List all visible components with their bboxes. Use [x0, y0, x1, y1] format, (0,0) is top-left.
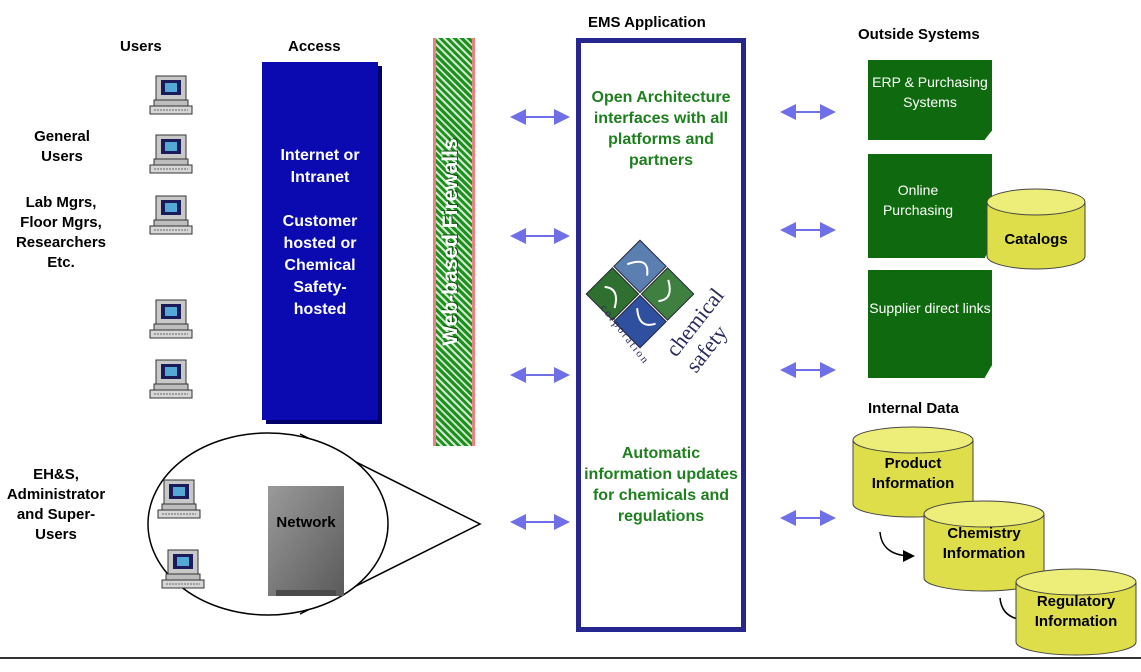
access-box — [262, 62, 378, 420]
network-label: Network — [276, 514, 336, 531]
hosting-label: Customer hosted or Chemical Safety-hoste… — [282, 213, 358, 318]
managers-label: Lab Mgrs, Floor Mgrs, Researchers Etc. — [15, 194, 107, 271]
ems-application-box: Open Architecture interfaces with all pl… — [576, 38, 746, 632]
chemistry-info-label: Chemistry Information — [942, 525, 1026, 562]
footer-divider — [0, 657, 1141, 659]
admin-users-label: EH&S, Administrator and Super-Users — [6, 466, 106, 543]
erp-purchasing-label: ERP & Purchasing Systems — [872, 74, 988, 110]
erp-purchasing-box: ERP & Purchasing Systems — [868, 60, 992, 140]
product-info-label: Product Information — [871, 455, 955, 492]
general-users-label: General Users — [34, 128, 90, 165]
users-header: Users — [120, 38, 162, 55]
supplier-links-box: Supplier direct links — [868, 270, 992, 378]
product-info-cylinder-icon — [852, 426, 974, 518]
access-text: Internet or Intranet Customer hosted or … — [262, 145, 378, 321]
ems-application-header: EMS Application — [588, 14, 706, 31]
catalogs-label: Catalogs — [1004, 231, 1068, 248]
chemical-safety-logo: chemical safety corporation — [585, 239, 732, 377]
internal-data-header: Internal Data — [868, 400, 959, 417]
supplier-links-label: Supplier direct links — [869, 300, 991, 316]
regulatory-info-label: Regulatory Information — [1034, 593, 1118, 630]
internet-label: Internet or Intranet — [280, 147, 360, 186]
outside-systems-header: Outside Systems — [858, 26, 980, 43]
flow-arrow-icon — [879, 531, 915, 562]
firewall-bar — [433, 38, 475, 446]
online-purchasing-label: Online Purchasing — [882, 182, 954, 218]
catalogs-cylinder-icon — [986, 188, 1086, 270]
access-header: Access — [288, 38, 341, 55]
chemistry-info-cylinder-icon — [923, 500, 1045, 592]
regulatory-info-cylinder-icon — [1015, 568, 1137, 656]
online-purchasing-box: Online Purchasing — [868, 154, 992, 258]
ems-bottom-text: Automatic information updates for chemic… — [584, 445, 738, 525]
ems-top-text: Open Architecture interfaces with all pl… — [591, 89, 731, 169]
network-server-icon — [268, 486, 344, 596]
